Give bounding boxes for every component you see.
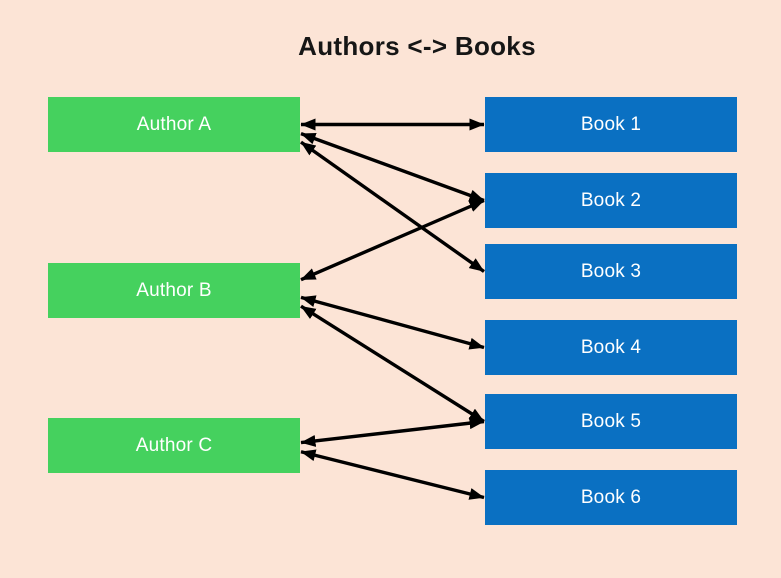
- book-node-0: Book 1: [485, 97, 737, 152]
- book-node-1: Book 2: [485, 173, 737, 228]
- relationship-arrow: [300, 198, 485, 282]
- author-node-1: Author B: [48, 263, 300, 318]
- relationship-arrow: [300, 304, 485, 423]
- author-node-2: Author C: [48, 418, 300, 473]
- relationship-arrow: [300, 132, 485, 203]
- relationship-arrow: [300, 449, 485, 500]
- relationship-arrow: [300, 295, 485, 350]
- relationship-arrow: [300, 417, 485, 447]
- diagram-title: Authors <-> Books: [298, 31, 536, 61]
- author-node-0: Author A: [48, 97, 300, 152]
- book-node-4: Book 5: [485, 394, 737, 449]
- book-node-5: Book 6: [485, 470, 737, 525]
- book-node-3: Book 4: [485, 320, 737, 375]
- book-node-2: Book 3: [485, 244, 737, 299]
- relationship-arrow: [300, 140, 485, 273]
